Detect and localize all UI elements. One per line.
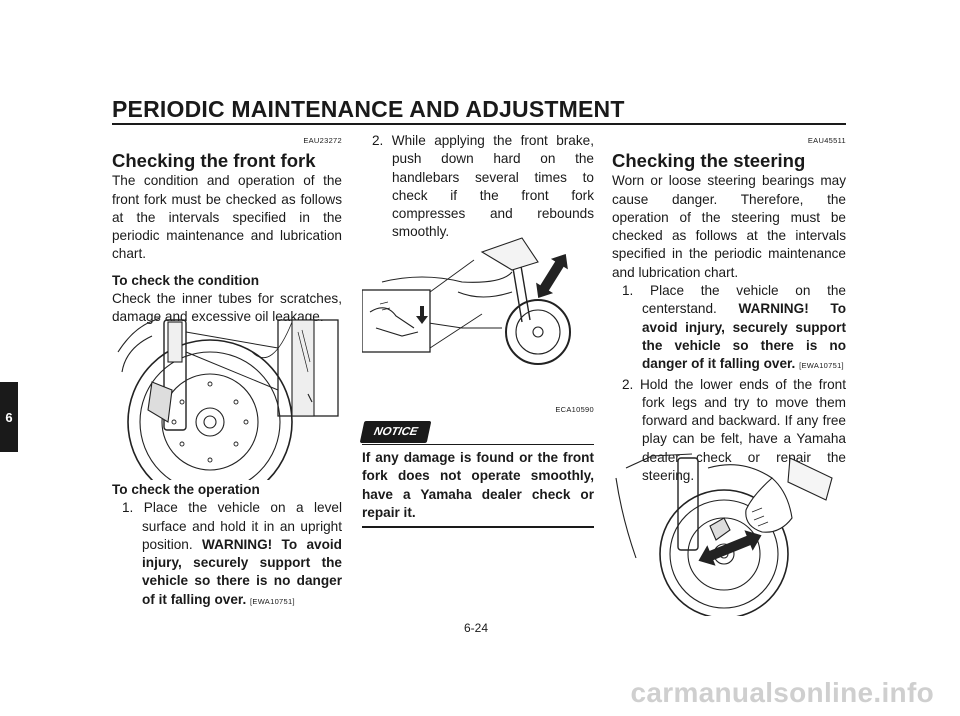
steering-section-code: EAU45511 <box>807 136 846 145</box>
watermark-link[interactable]: carmanualsonline.info <box>630 677 934 708</box>
steering-intro: Worn or loose steering bearings may caus… <box>612 173 846 280</box>
section-code: EAU23272 <box>303 136 342 145</box>
figure-code: ECA10590 <box>555 405 594 414</box>
steering-check-illustration <box>615 453 833 616</box>
scooter-brake-illustration <box>362 237 571 365</box>
operation-step-1-code: [EWA10751] <box>250 596 295 606</box>
condition-heading: To check the condition <box>112 272 260 288</box>
operation-step-1-text: 1. Place the vehicle on a level surface … <box>122 500 342 552</box>
condition-text: Check the inner tubes for scratches, dam… <box>112 291 342 325</box>
front-fork-illustration <box>117 317 339 480</box>
header-rule <box>112 123 846 125</box>
section-title-front-fork: Checking the front fork <box>112 150 316 172</box>
front-fork-intro: The condition and operation of the front… <box>112 173 342 262</box>
chapter-tab[interactable]: 6 <box>0 382 18 452</box>
notice-text: If any damage is found or the front fork… <box>362 450 594 520</box>
steering-step-1-text: 1. Place the vehicle on the centerstand. <box>622 283 846 317</box>
operation-step-1-warning: WARNING! To avoid injury, securely suppo… <box>142 536 342 607</box>
operation-step-1: 1. Place the vehicle on a level surface … <box>112 499 342 611</box>
left-column-operation: To check the operation 1. Place the vehi… <box>112 481 342 611</box>
notice-bottom-rule <box>362 526 594 528</box>
right-column: EAU45511 Checking the steering Worn or l… <box>612 132 846 485</box>
left-column: EAU23272 Checking the front fork The con… <box>112 132 342 327</box>
middle-notice: ECA10590 NOTICE If any damage is found o… <box>359 401 594 528</box>
middle-column: 2. While applying the front brake, push … <box>362 132 594 242</box>
section-title-steering: Checking the steering <box>612 150 806 172</box>
page-number: 6-24 <box>464 621 489 635</box>
steering-step-1-warning: WARNING! To avoid injury, securely suppo… <box>642 301 846 372</box>
operation-step-2: 2. While applying the front brake, push … <box>372 133 594 240</box>
steering-step-1-code: [EWA10751] <box>799 361 844 371</box>
notice-top-rule <box>362 443 594 446</box>
page-header-title: PERIODIC MAINTENANCE AND ADJUSTMENT <box>112 96 625 122</box>
steering-step-1: 1. Place the vehicle on the centerstand.… <box>612 282 846 375</box>
notice-badge: NOTICE <box>359 421 432 444</box>
operation-heading: To check the operation <box>112 482 260 497</box>
